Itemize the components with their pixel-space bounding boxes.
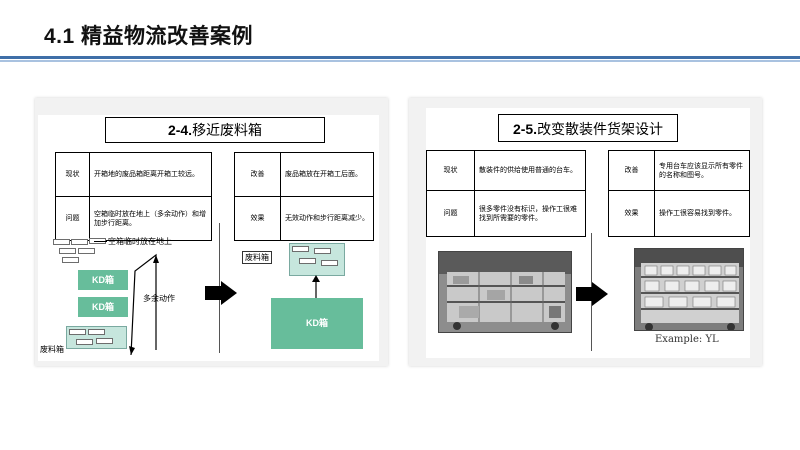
empty-box: [71, 239, 88, 245]
current-label: 现状: [426, 150, 475, 191]
case-heading-right: 2-5.改变散装件货架设计: [498, 114, 678, 142]
case-content-right: 2-5.改变散装件货架设计 现状 散装件的供给使用普通的台车。 问题 很多零件没…: [426, 108, 750, 358]
example-label: Example: YL: [655, 334, 719, 345]
empty-box: [62, 257, 79, 263]
title-rule-accent: [0, 60, 800, 62]
current-text: 散装件的供给使用普通的台车。: [474, 150, 586, 191]
effect-text: 无效动作和步行距离减少。: [280, 196, 374, 241]
scrap-part: [292, 246, 309, 252]
case-panel-right: 2-5.改变散装件货架设计 现状 散装件的供给使用普通的台车。 问题 很多零件没…: [409, 98, 762, 366]
kd-box: KD箱: [78, 297, 128, 317]
problem-text: 空箱临时放在地上（多余动作）和增加步行距离。: [89, 196, 212, 241]
photo-after: [634, 248, 744, 331]
scrap-part: [69, 329, 86, 335]
note-pointer: [94, 241, 107, 242]
effect-label: 效果: [608, 190, 655, 237]
scrap-part: [96, 338, 113, 344]
photo-before: [438, 251, 572, 333]
scrap-part: [299, 258, 316, 264]
scrap-part: [76, 339, 93, 345]
current-state-table-left: 现状 开箱地的废品箱距离开箱工较远。 问题 空箱临时放在地上（多余动作）和增加步…: [55, 152, 212, 241]
scrap-part: [321, 260, 338, 266]
kd-box: KD箱: [271, 298, 363, 349]
improve-text: 废品箱放在开箱工后面。: [280, 152, 374, 197]
empty-box: [78, 248, 95, 254]
effect-label: 效果: [234, 196, 281, 241]
empty-box: [59, 248, 76, 254]
case-heading-left: 2-4.移近废料箱: [105, 117, 325, 143]
current-label: 现状: [55, 152, 90, 197]
case-title: 移近废料箱: [192, 123, 263, 139]
case-panel-left: 2-4.移近废料箱 现状 开箱地的废品箱距离开箱工较远。 问题 空箱临时放在地上…: [35, 98, 388, 366]
scrap-part: [314, 248, 331, 254]
problem-label: 问题: [55, 196, 90, 241]
current-state-table-right: 现状 散装件的供给使用普通的台车。 问题 很多零件没有标识，操作工很难找到所需要…: [426, 150, 586, 237]
current-text: 开箱地的废品箱距离开箱工较远。: [89, 152, 212, 197]
floor-note: 空箱临时放在地上: [108, 237, 172, 246]
improvement-table-right: 改善 专用台车应该显示所有零件的名称和图号。 效果 操作工很容易找到零件。: [608, 150, 750, 237]
case-content-left: 2-4.移近废料箱 现状 开箱地的废品箱距离开箱工较远。 问题 空箱临时放在地上…: [38, 115, 379, 361]
problem-text: 很多零件没有标识，操作工很难找到所需要的零件。: [474, 190, 586, 237]
improvement-table-left: 改善 废品箱放在开箱工后面。 效果 无效动作和步行距离减少。: [234, 152, 374, 241]
scrap-box-label: 废料箱: [242, 251, 272, 264]
improve-label: 改善: [608, 150, 655, 191]
case-title: 改变散装件货架设计: [537, 122, 664, 138]
slide-title: 4.1 精益物流改善案例: [44, 25, 254, 48]
effect-text: 操作工很容易找到零件。: [654, 190, 750, 237]
scrap-box-label: 废料箱: [40, 345, 64, 354]
case-number: 2-4.: [167, 122, 193, 138]
problem-label: 问题: [426, 190, 475, 237]
extra-motion-label: 多余动作: [143, 294, 175, 303]
title-rule: [0, 56, 800, 59]
up-arrow-icon: [312, 275, 320, 301]
transition-arrow-icon: [205, 281, 237, 305]
kd-box: KD箱: [78, 270, 128, 290]
scrap-part: [88, 329, 105, 335]
improve-text: 专用台车应该显示所有零件的名称和图号。: [654, 150, 750, 191]
empty-box: [53, 239, 70, 245]
case-number: 2-5.: [512, 121, 538, 137]
improve-label: 改善: [234, 152, 281, 197]
transition-arrow-icon: [576, 282, 608, 306]
